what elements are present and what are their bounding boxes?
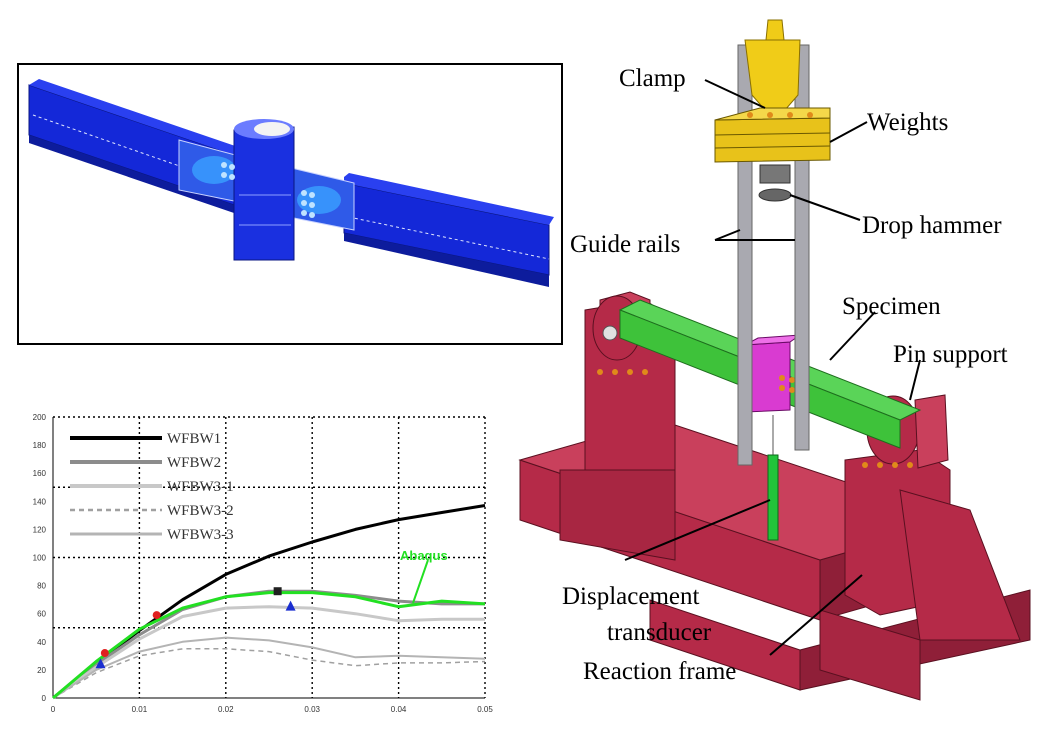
y-tick-label: 60: [37, 610, 46, 619]
label-clamp: Clamp: [619, 65, 686, 92]
label-weights: Weights: [867, 109, 949, 136]
legend-label: WFBW2: [167, 455, 221, 471]
abaqus-label: Abaqus: [400, 548, 448, 563]
series-line: [52, 636, 486, 699]
chart-axes: [52, 417, 485, 699]
x-tick-label: 0: [51, 705, 56, 714]
chart-markers: [95, 587, 296, 669]
x-tick-labels: 0 0.01 0.02 0.03 0.04 0.05: [51, 705, 494, 714]
marker-square: [273, 587, 282, 596]
y-tick-label: 200: [33, 413, 47, 422]
marker-circle: [100, 649, 109, 658]
legend-label: WFBW3-3: [167, 527, 234, 543]
y-tick-label: 180: [33, 441, 47, 450]
label-guide-rails: Guide rails: [570, 231, 681, 258]
test-rig-drawing: [518, 19, 1031, 701]
label-transducer: transducer: [607, 619, 712, 646]
label-displacement: Displacement: [562, 583, 700, 610]
series-line: [52, 648, 486, 699]
label-drop-hammer: Drop hammer: [862, 212, 1002, 239]
marker-triangle: [285, 600, 296, 611]
marker-triangle: [95, 658, 106, 669]
y-tick-label: 40: [37, 638, 46, 647]
y-tick-label: 0: [42, 694, 47, 703]
series-line: [52, 591, 486, 700]
y-tick-label: 120: [33, 525, 47, 534]
legend-label: WFBW1: [167, 431, 221, 447]
y-tick-label: 160: [33, 469, 47, 478]
x-tick-label: 0.04: [391, 705, 407, 714]
label-specimen: Specimen: [842, 293, 941, 320]
x-tick-label: 0.05: [477, 705, 493, 714]
x-tick-label: 0.03: [304, 705, 320, 714]
load-displacement-chart: 0 20 40 60 80 100 120 140 160 180 200 0 0.01 0.02 0.0…: [33, 413, 494, 714]
label-pin-support: Pin support: [893, 341, 1008, 368]
y-tick-label: 100: [33, 554, 47, 563]
legend-label: WFBW3-1: [167, 479, 234, 495]
label-reaction-frame: Reaction frame: [583, 658, 737, 685]
x-tick-label: 0.01: [132, 705, 148, 714]
x-tick-label: 0.02: [218, 705, 234, 714]
series-line: [52, 605, 485, 700]
y-tick-label: 20: [37, 666, 46, 675]
y-tick-label: 80: [37, 582, 46, 591]
legend-label: WFBW3-2: [167, 503, 234, 519]
fea-model-panel: [17, 63, 563, 345]
marker-circle: [152, 611, 161, 620]
abaqus-annotation: Abaqus: [400, 548, 448, 604]
y-tick-label: 140: [33, 497, 47, 506]
y-tick-labels: 0 20 40 60 80 100 120 140 160 180 200: [33, 413, 47, 703]
fea-model-image: [28, 79, 554, 287]
